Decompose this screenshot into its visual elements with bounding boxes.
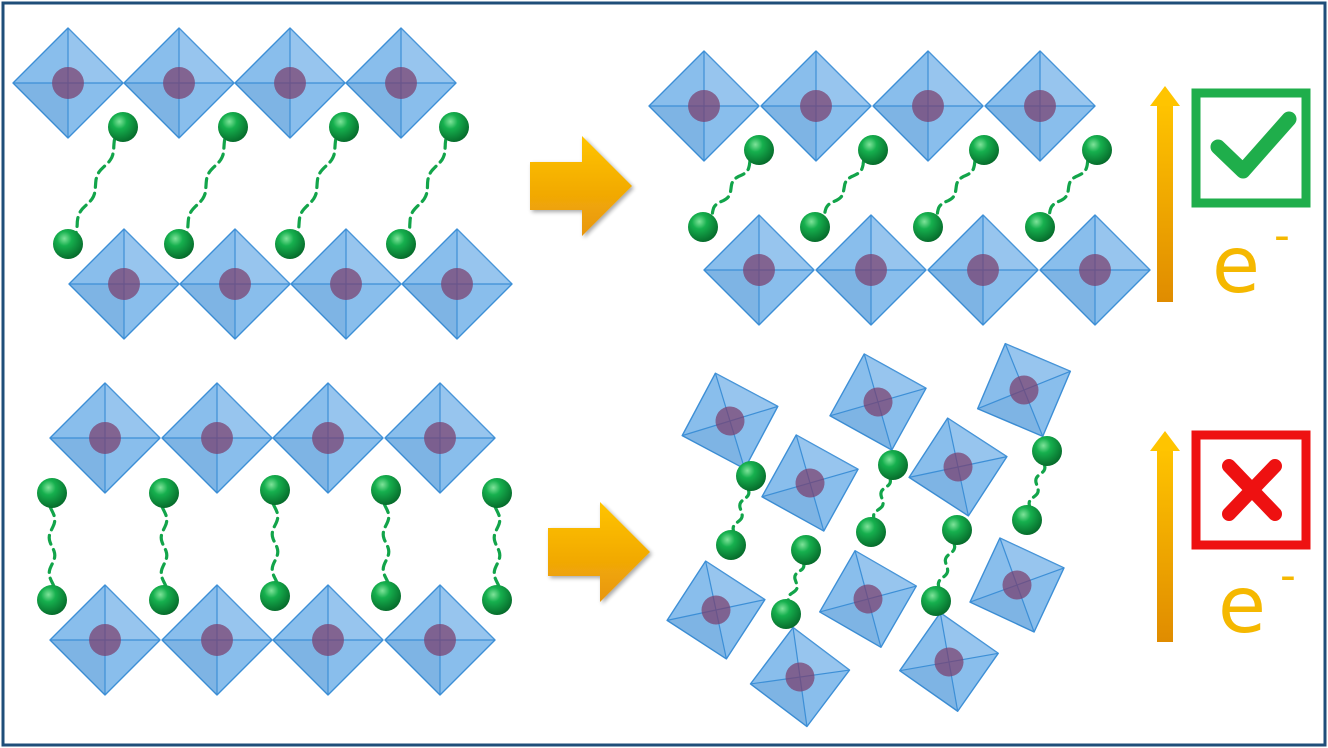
octahedron-c-top-1 — [49, 382, 161, 494]
conductivity-up-arrow-bottom — [1150, 431, 1180, 642]
electron-label-bottom: e — [1218, 561, 1266, 651]
transition-arrow-bottom — [548, 502, 650, 602]
ligand-d-3 — [1012, 436, 1062, 535]
ligand-a-3 — [275, 112, 359, 259]
octahedron-a-bottom-1 — [68, 228, 180, 340]
electron-charge-top: - — [1274, 210, 1290, 261]
octahedron-b-top-3 — [872, 50, 984, 162]
octahedron-d-9 — [749, 626, 851, 728]
octahedron-c-bottom-1 — [49, 584, 161, 696]
ligand-c-2 — [149, 478, 179, 615]
octahedron-c-bottom-3 — [272, 584, 384, 696]
octahedron-d-5 — [908, 417, 1008, 517]
octahedron-b-bottom-4 — [1039, 214, 1151, 326]
ligand-layer — [37, 112, 1112, 629]
ligand-d-2 — [856, 450, 908, 547]
octahedron-a-top-2 — [123, 27, 235, 139]
cross-icon — [1222, 459, 1282, 521]
electron-label-top: e — [1212, 221, 1260, 311]
octahedron-d-1 — [681, 372, 779, 470]
ligand-c-4 — [371, 475, 401, 611]
conductivity-up-arrow-top — [1150, 86, 1180, 302]
ligand-d-4 — [771, 535, 821, 629]
octahedron-a-bottom-4 — [401, 228, 513, 340]
ligand-c-1 — [37, 478, 67, 615]
octahedron-d-3 — [976, 342, 1072, 438]
check-icon — [1210, 111, 1297, 179]
octahedron-c-bottom-4 — [384, 584, 496, 696]
octahedron-d-8 — [969, 537, 1065, 633]
ligand-a-2 — [164, 112, 248, 259]
ligand-c-3 — [260, 475, 290, 611]
octahedron-d-6 — [666, 560, 766, 660]
octahedron-b-bottom-3 — [927, 214, 1039, 326]
ligand-d-5 — [921, 515, 972, 616]
ligand-b-3 — [913, 135, 999, 242]
octahedron-c-top-4 — [384, 382, 496, 494]
ligand-d-1 — [716, 461, 766, 560]
octahedron-d-7 — [819, 550, 917, 648]
octahedron-d-10 — [899, 612, 999, 712]
ligand-a-1 — [53, 112, 138, 259]
octahedron-b-top-2 — [760, 50, 872, 162]
octahedron-b-top-4 — [984, 50, 1096, 162]
octahedron-b-bottom-1 — [703, 214, 815, 326]
octahedron-c-bottom-2 — [161, 584, 273, 696]
ligand-b-2 — [800, 135, 888, 242]
transition-arrow-top — [530, 136, 632, 236]
octahedron-d-4 — [761, 434, 859, 532]
check-box — [1191, 88, 1311, 208]
ligand-a-4 — [386, 112, 469, 259]
octahedron-d-2 — [829, 353, 927, 451]
octahedron-b-bottom-2 — [815, 214, 927, 326]
octahedron-b-top-1 — [648, 50, 760, 162]
octahedron-a-bottom-2 — [179, 228, 291, 340]
ligand-b-4 — [1025, 135, 1112, 242]
octahedron-a-bottom-3 — [290, 228, 402, 340]
octahedra-layer — [12, 27, 1151, 728]
octahedron-a-top-4 — [345, 27, 457, 139]
ligand-b-1 — [688, 135, 774, 242]
electron-charge-bottom: - — [1280, 550, 1296, 601]
octahedron-a-top-3 — [234, 27, 346, 139]
octahedron-c-top-3 — [272, 382, 384, 494]
octahedron-c-top-2 — [161, 382, 273, 494]
ligand-c-5 — [482, 478, 512, 615]
octahedron-a-top-1 — [12, 27, 124, 139]
cross-box — [1191, 430, 1311, 550]
